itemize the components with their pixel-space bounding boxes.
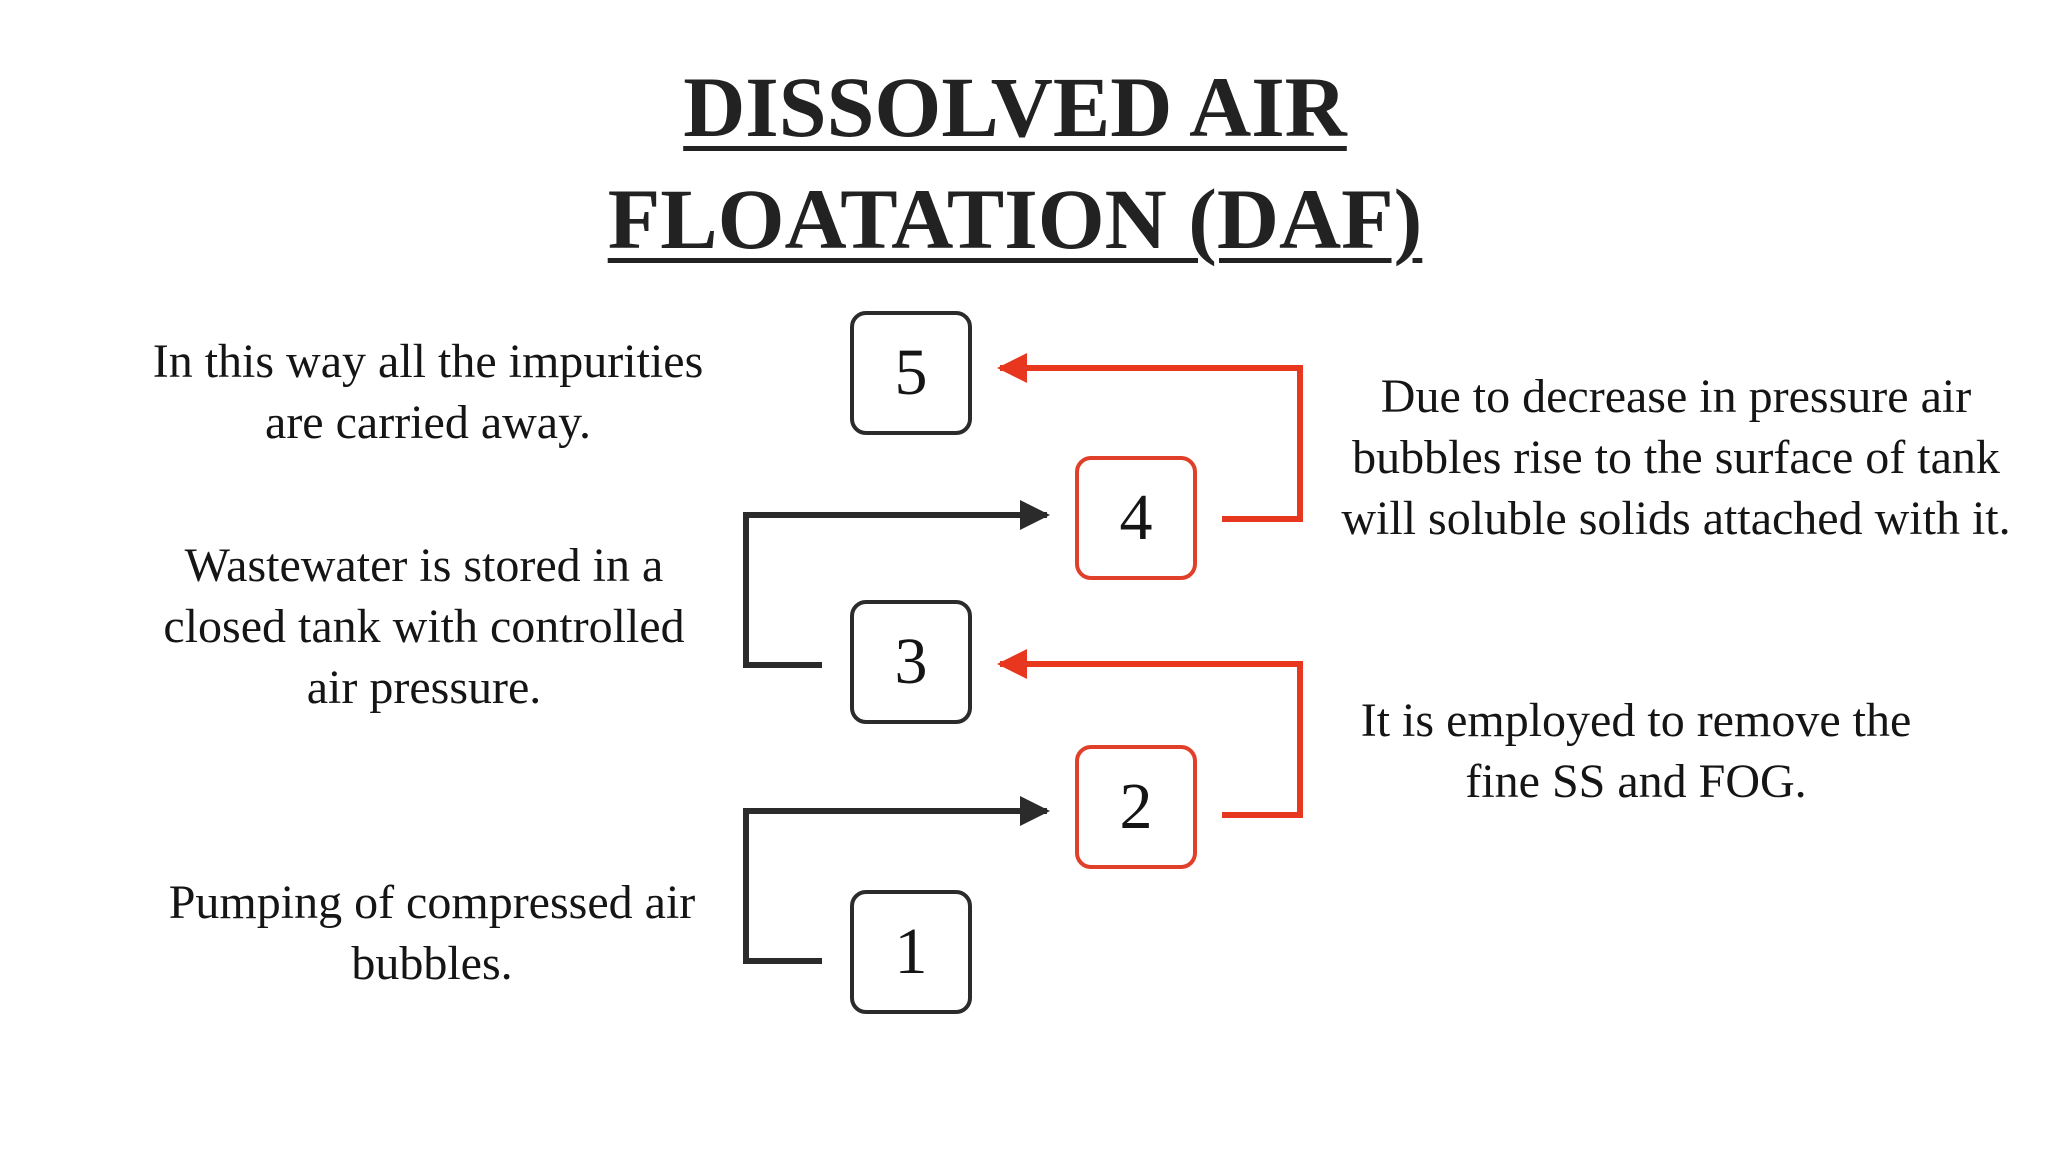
step-2-description-line: It is employed to remove the (1360, 694, 1912, 747)
step-box-4: 4 (1075, 456, 1197, 580)
diagram-title-line-2: FLOATATION (DAF) (607, 171, 1423, 267)
step-5-description-line: In this way all the impurities (152, 335, 704, 388)
step-3-description: Wastewater is stored in a closed tank wi… (124, 535, 724, 718)
diagram-title-line-1: DISSOLVED AIR (683, 59, 1347, 155)
step-box-1: 1 (850, 890, 972, 1014)
step-3-description-line: Wastewater is stored in a (184, 539, 664, 592)
step-box-5: 5 (850, 311, 972, 435)
step-4-description-line: Due to decrease in pressure air (1380, 370, 1972, 423)
step-3-description-line: closed tank with controlled (163, 600, 685, 653)
step-4-description-line: bubbles rise to the surface of tank (1352, 431, 2000, 484)
step-5-description-line: are carried away. (265, 396, 591, 449)
step-box-3: 3 (850, 600, 972, 724)
step-3-description-line: air pressure. (306, 661, 542, 714)
step-2-description-line: fine SS and FOG. (1465, 755, 1807, 808)
step-2-description: It is employed to remove the fine SS and… (1316, 690, 1956, 812)
step-box-2: 2 (1075, 745, 1197, 869)
step-4-description: Due to decrease in pressure air bubbles … (1316, 366, 2036, 549)
step-1-description: Pumping of compressed air bubbles. (132, 872, 732, 994)
step-1-description-line: bubbles. (351, 937, 513, 990)
step-1-description-line: Pumping of compressed air (168, 876, 696, 929)
step-5-description: In this way all the impurities are carri… (128, 331, 728, 453)
step-4-description-line: will soluble solids attached with it. (1341, 492, 2011, 545)
